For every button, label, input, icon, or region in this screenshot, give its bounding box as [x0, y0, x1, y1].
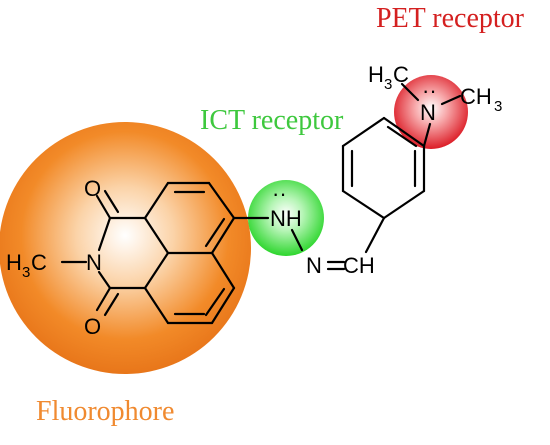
methyl-left-sub: 3 [22, 264, 30, 281]
linker-bonds [232, 82, 462, 271]
fluorophore-circle [0, 122, 251, 374]
methine-ch: CH [343, 253, 375, 278]
ict-receptor-label: ICT receptor [200, 105, 344, 136]
methyl-left-h: H [6, 250, 22, 275]
amine-n: N [420, 100, 436, 125]
methyl-right-c: CH [460, 84, 492, 109]
nh-lone-pair: ·· [272, 181, 287, 206]
methyl-right-sub: 3 [494, 98, 502, 115]
pet-receptor-label: PET receptor [376, 3, 525, 34]
methyl-top-c: C [393, 62, 409, 87]
carbonyl-o-top: O [84, 176, 101, 201]
hydrazine-n: N [306, 253, 322, 278]
ict-receptor-circle [248, 180, 324, 256]
fluorophore-label: Fluorophore [36, 396, 174, 427]
methyl-top-sub: 3 [384, 76, 392, 93]
imide-n: N [86, 250, 102, 275]
methyl-top-h: H [368, 62, 384, 87]
amine-lone-pair: ·· [422, 78, 437, 103]
naphthalimide-bonds [60, 181, 236, 325]
methyl-left-c: C [31, 250, 47, 275]
hydrazine-nh: NH [270, 206, 302, 231]
carbonyl-o-bottom: O [84, 314, 101, 339]
